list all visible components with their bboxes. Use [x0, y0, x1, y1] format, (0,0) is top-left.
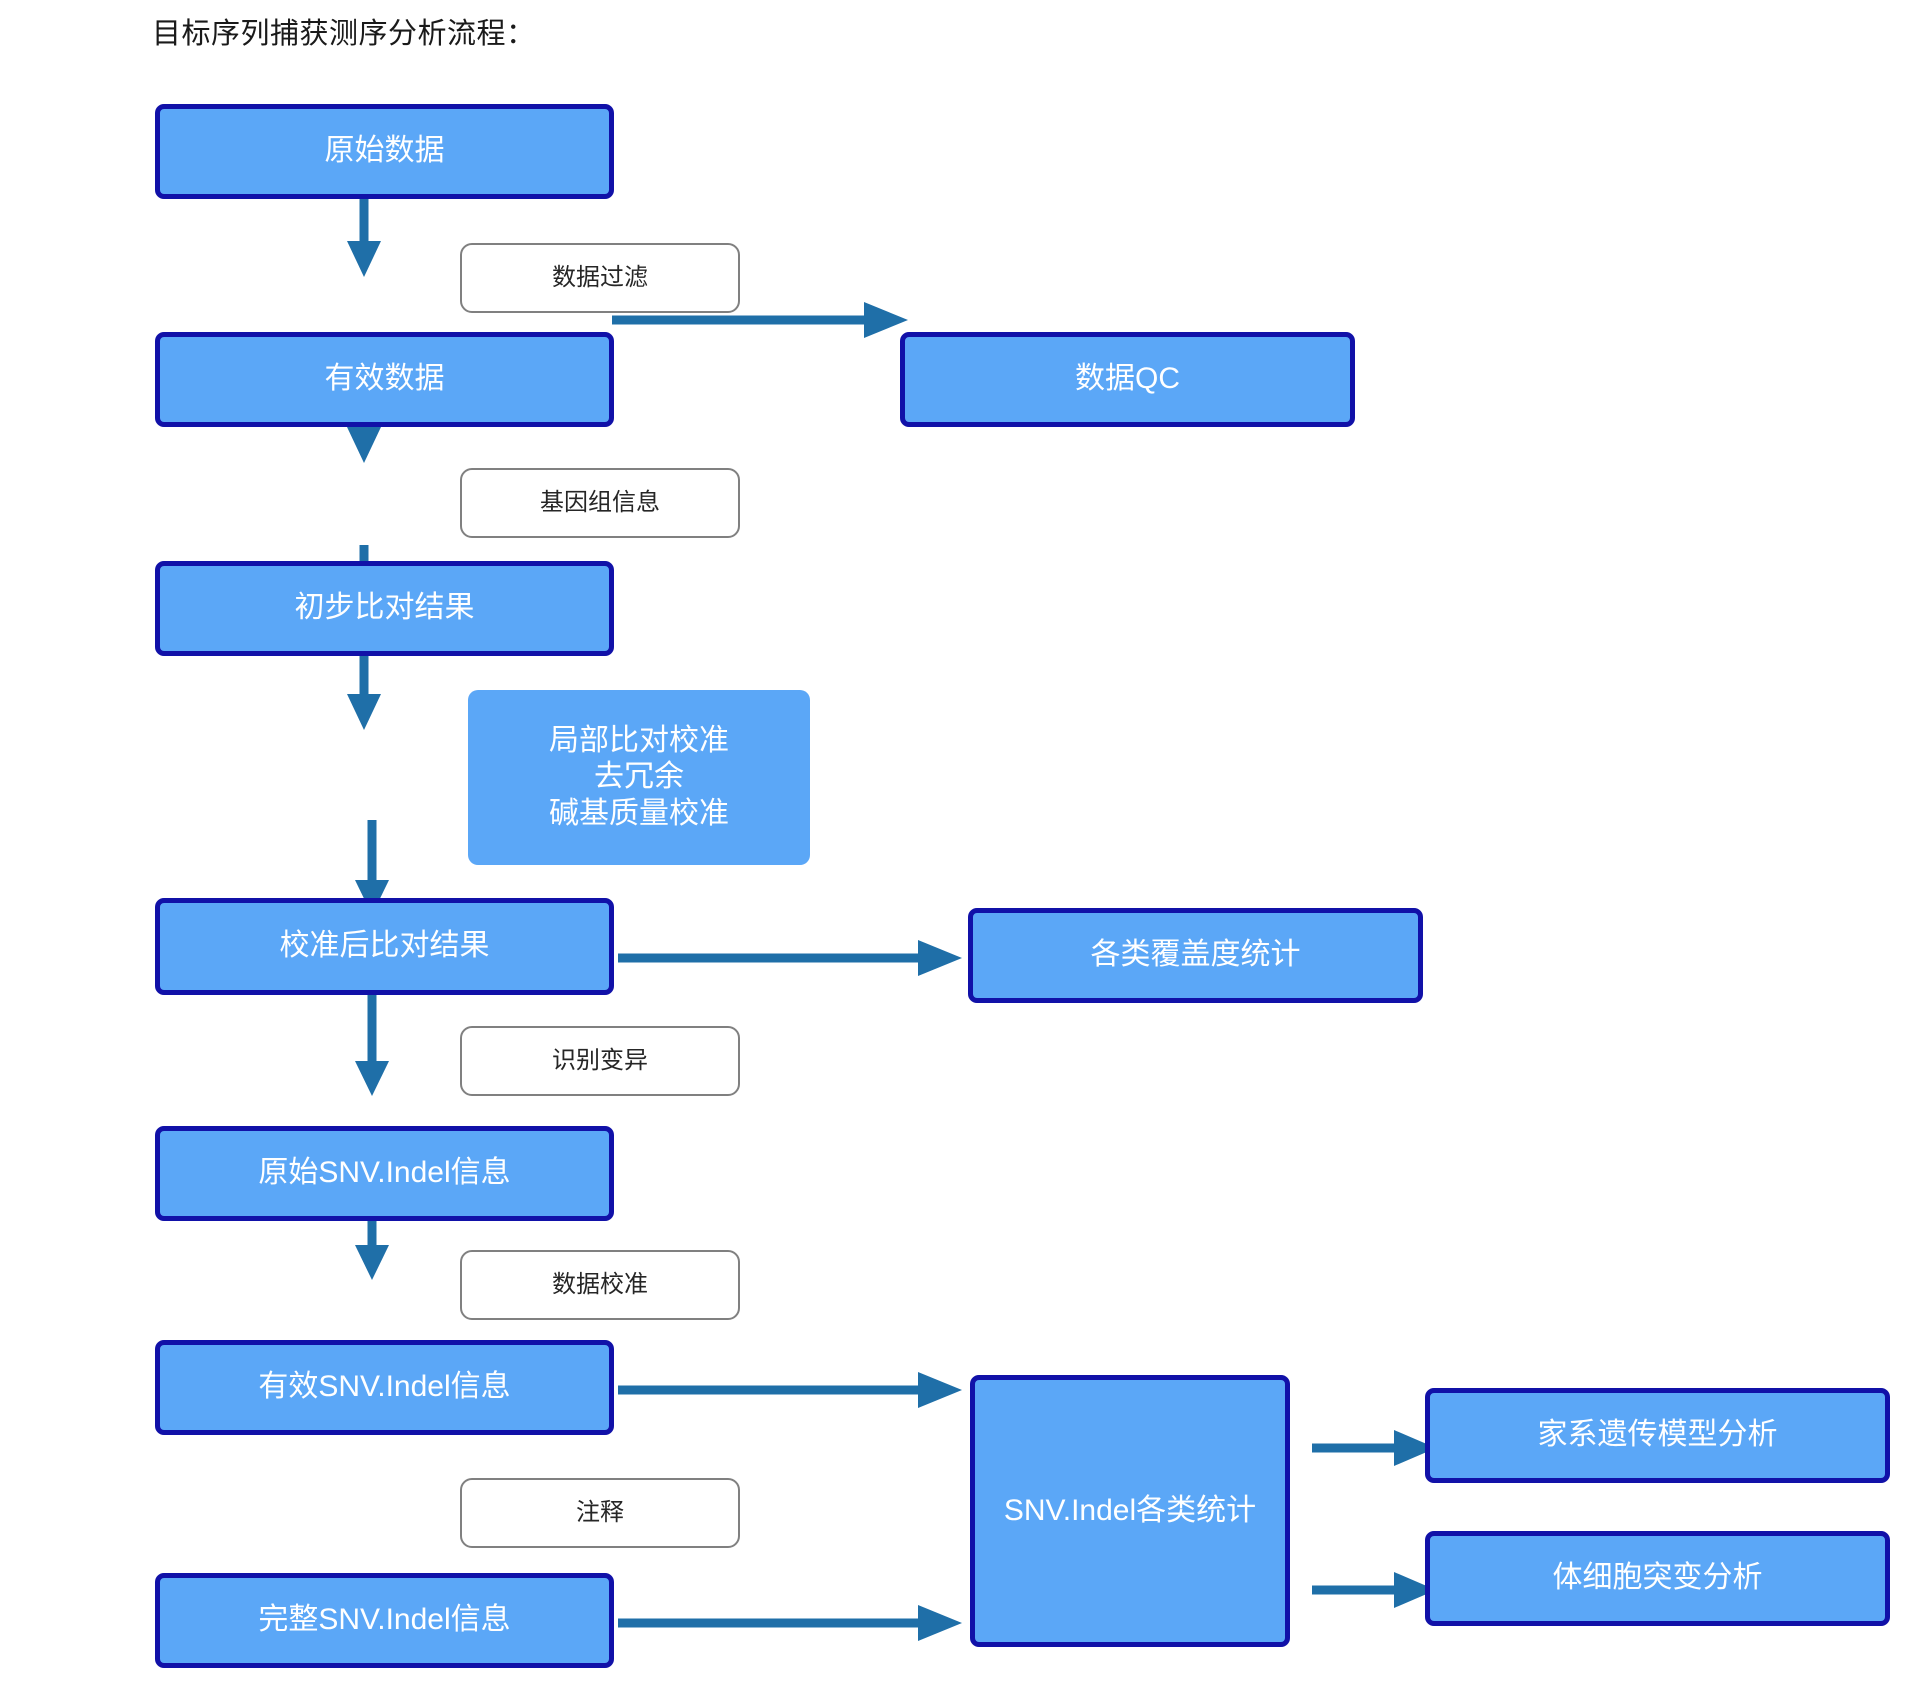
edge-label-genome-info: 基因组信息 [460, 468, 740, 538]
node-clean-data-label: 有效数据 [324, 362, 445, 396]
node-full-snv-indel[interactable]: 完整SNV.Indel信息 [155, 1573, 614, 1668]
arrow-fullsnv-to-stats [618, 1603, 966, 1643]
page-title: 目标序列捕获测序分析流程： [152, 18, 536, 50]
node-data-qc-label: 数据QC [1075, 362, 1180, 396]
edge-label-variant-calling: 识别变异 [460, 1026, 740, 1096]
arrow-calibrated-to-coverage [618, 938, 966, 978]
arrow-stats-to-somatic [1312, 1570, 1440, 1610]
edge-label-data-filter-text: 数据过滤 [552, 263, 648, 291]
node-valid-snv-indel[interactable]: 有效SNV.Indel信息 [155, 1340, 614, 1435]
edge-label-genome-info-text: 基因组信息 [540, 488, 660, 516]
node-calibrated-alignment-label: 校准后比对结果 [279, 929, 490, 963]
edge-label-data-filter: 数据过滤 [460, 243, 740, 313]
node-coverage-stats[interactable]: 各类覆盖度统计 [968, 908, 1423, 1003]
node-raw-data[interactable]: 原始数据 [155, 104, 614, 199]
node-somatic-analysis-label: 体细胞突变分析 [1552, 1561, 1763, 1595]
edge-label-annotation-text: 注释 [576, 1498, 624, 1526]
node-somatic-analysis[interactable]: 体细胞突变分析 [1425, 1531, 1890, 1626]
node-calibration-note-line2: 去冗余 [594, 760, 684, 794]
node-coverage-stats-label: 各类覆盖度统计 [1090, 938, 1301, 972]
node-raw-snv-indel[interactable]: 原始SNV.Indel信息 [155, 1126, 614, 1221]
edge-label-annotation: 注释 [460, 1478, 740, 1548]
edge-label-data-calibration: 数据校准 [460, 1250, 740, 1320]
node-clean-data[interactable]: 有效数据 [155, 332, 614, 427]
arrow-validsnv-to-stats [618, 1370, 966, 1410]
node-calibrated-alignment[interactable]: 校准后比对结果 [155, 898, 614, 995]
node-calibration-note[interactable]: 局部比对校准 去冗余 碱基质量校准 [468, 690, 810, 865]
node-initial-alignment-label: 初步比对结果 [294, 591, 475, 625]
node-data-qc[interactable]: 数据QC [900, 332, 1355, 427]
edge-label-variant-calling-text: 识别变异 [552, 1046, 648, 1074]
node-valid-snv-indel-label: 有效SNV.Indel信息 [258, 1370, 511, 1404]
arrow-clean-to-dataqc [612, 300, 912, 340]
node-raw-data-label: 原始数据 [324, 134, 445, 168]
node-pedigree-analysis[interactable]: 家系遗传模型分析 [1425, 1388, 1890, 1483]
node-snv-indel-stats[interactable]: SNV.Indel各类统计 [970, 1375, 1290, 1647]
node-pedigree-analysis-label: 家系遗传模型分析 [1537, 1418, 1778, 1452]
arrow-calibrated-to-rawsnv [348, 820, 396, 920]
node-raw-snv-indel-label: 原始SNV.Indel信息 [258, 1156, 511, 1190]
node-snv-indel-stats-label: SNV.Indel各类统计 [1003, 1493, 1257, 1527]
node-calibration-note-line3: 碱基质量校准 [549, 796, 729, 830]
arrow-rawsnv-to-validsnv [348, 993, 396, 1101]
arrow-stats-to-pedigree [1312, 1428, 1440, 1468]
edge-label-data-calibration-text: 数据校准 [552, 1270, 648, 1298]
node-initial-alignment[interactable]: 初步比对结果 [155, 561, 614, 656]
node-calibration-note-line1: 局部比对校准 [549, 723, 729, 757]
node-full-snv-indel-label: 完整SNV.Indel信息 [258, 1603, 511, 1637]
